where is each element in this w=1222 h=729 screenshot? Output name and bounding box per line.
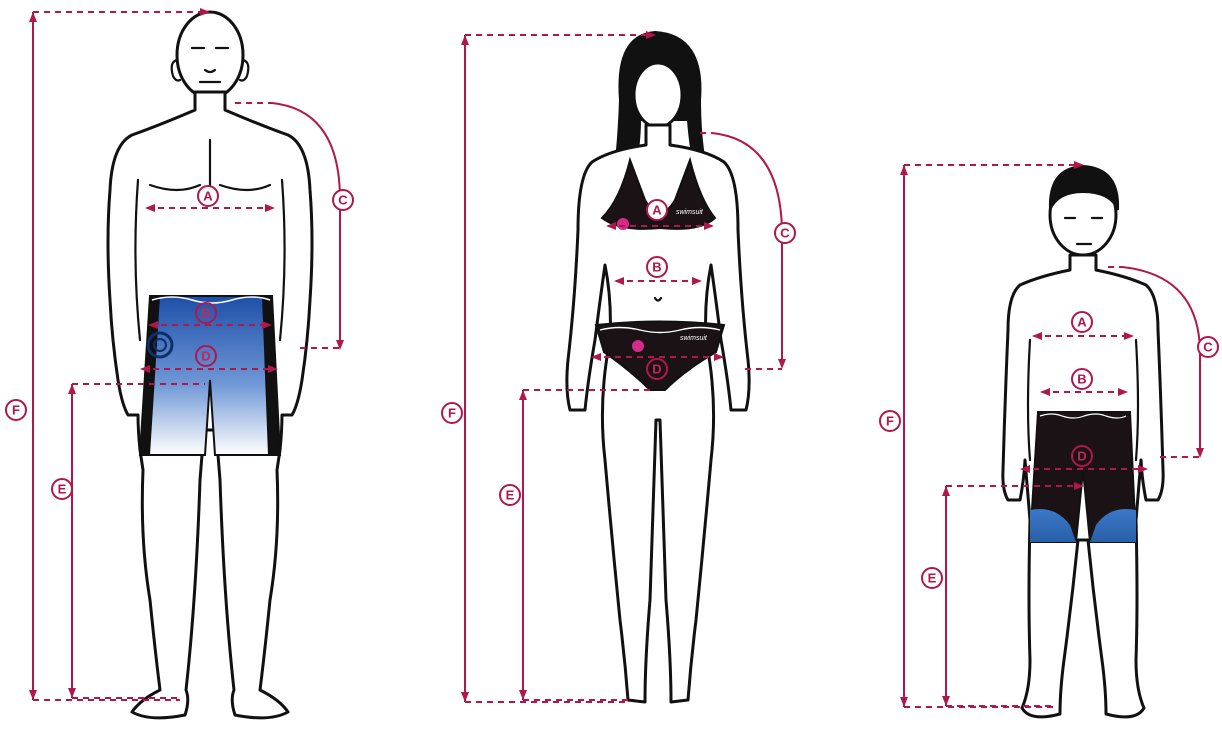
child-badge-e: E (922, 568, 942, 588)
svg-text:A: A (203, 189, 213, 204)
svg-text:F: F (886, 414, 894, 429)
man-badge-d: D (196, 346, 216, 366)
woman-badge-c: C (775, 223, 795, 243)
woman-badge-e: E (500, 485, 520, 505)
svg-text:B: B (201, 306, 210, 321)
svg-text:swimsuit: swimsuit (676, 209, 704, 216)
svg-text:swimsuit: swimsuit (680, 335, 708, 342)
woman-badge-d: D (647, 359, 667, 379)
svg-text:C: C (338, 193, 348, 208)
svg-text:A: A (1077, 315, 1087, 330)
child-badge-c: C (1198, 337, 1218, 357)
child-badge-d: D (1072, 446, 1092, 466)
svg-text:A: A (652, 203, 662, 218)
man-head (177, 12, 243, 98)
woman-badge-b: B (647, 257, 667, 277)
svg-text:C: C (780, 226, 790, 241)
man-badge-e: E (52, 479, 72, 499)
svg-text:E: E (928, 571, 937, 586)
svg-text:D: D (1077, 449, 1086, 464)
man-badge-f: F (6, 400, 26, 420)
svg-text:C: C (1203, 340, 1213, 355)
svg-text:D: D (201, 349, 210, 364)
child-badge-a: A (1072, 312, 1092, 332)
woman-badge-f: F (442, 403, 462, 423)
svg-text:B: B (1077, 372, 1086, 387)
svg-text:F: F (12, 403, 20, 418)
child-badge-f: F (880, 411, 900, 431)
man-badge-c: C (333, 190, 353, 210)
svg-text:E: E (58, 482, 67, 497)
woman-badge-a: A (647, 200, 667, 220)
woman-head (634, 63, 682, 127)
svg-text:F: F (448, 406, 456, 421)
svg-text:E: E (506, 488, 515, 503)
svg-text:D: D (652, 362, 661, 377)
man-badge-a: A (198, 186, 218, 206)
child-badge-b: B (1072, 369, 1092, 389)
man-badge-b: B (196, 303, 216, 323)
svg-text:B: B (652, 260, 661, 275)
child-figure (1003, 166, 1163, 717)
